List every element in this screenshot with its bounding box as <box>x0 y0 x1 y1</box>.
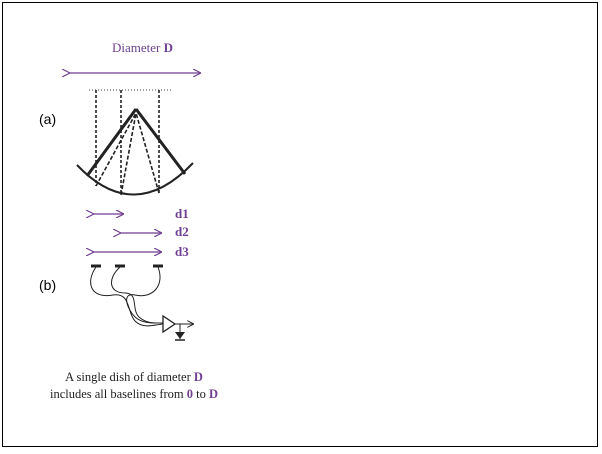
caption-line-2-text: includes all baselines from <box>49 387 187 401</box>
diameter-label: Diameter D <box>112 40 173 56</box>
panel-a-label: (a) <box>39 111 57 127</box>
caption: A single dish of diameter D includes all… <box>21 369 247 403</box>
cable-3 <box>126 266 164 324</box>
diagram-canvas <box>3 3 602 341</box>
caption-symbol-d: D <box>193 370 203 384</box>
diameter-symbol: D <box>163 40 174 55</box>
dish-reflector <box>76 162 194 196</box>
slide: Diameter D (a) (b) d1 d2 d3 A single dis… <box>2 2 598 447</box>
reflected-ray-1 <box>95 112 137 187</box>
cable-1 <box>90 266 164 327</box>
baseline-d1-label: d1 <box>175 206 189 221</box>
feed-support-left <box>85 108 138 177</box>
caption-line-2: includes all baselines from 0 to D <box>21 386 247 403</box>
caption-symbol-d-2: D <box>208 387 219 401</box>
panel-b-label: (b) <box>39 277 57 293</box>
caption-line-2-middle: to <box>193 387 209 401</box>
caption-line-1-text: A single dish of diameter <box>65 370 194 384</box>
caption-zero: 0 <box>186 387 193 401</box>
detector-diode-icon <box>175 332 185 339</box>
baseline-d2-label: d2 <box>175 224 189 239</box>
caption-line-1: A single dish of diameter D <box>21 369 247 386</box>
reflected-ray-2 <box>120 112 137 196</box>
reflected-ray-3 <box>135 112 160 194</box>
diameter-label-text: Diameter <box>112 40 164 55</box>
feed-support-right <box>134 108 187 175</box>
baseline-d3-label: d3 <box>175 244 189 259</box>
amplifier-icon <box>162 314 177 334</box>
